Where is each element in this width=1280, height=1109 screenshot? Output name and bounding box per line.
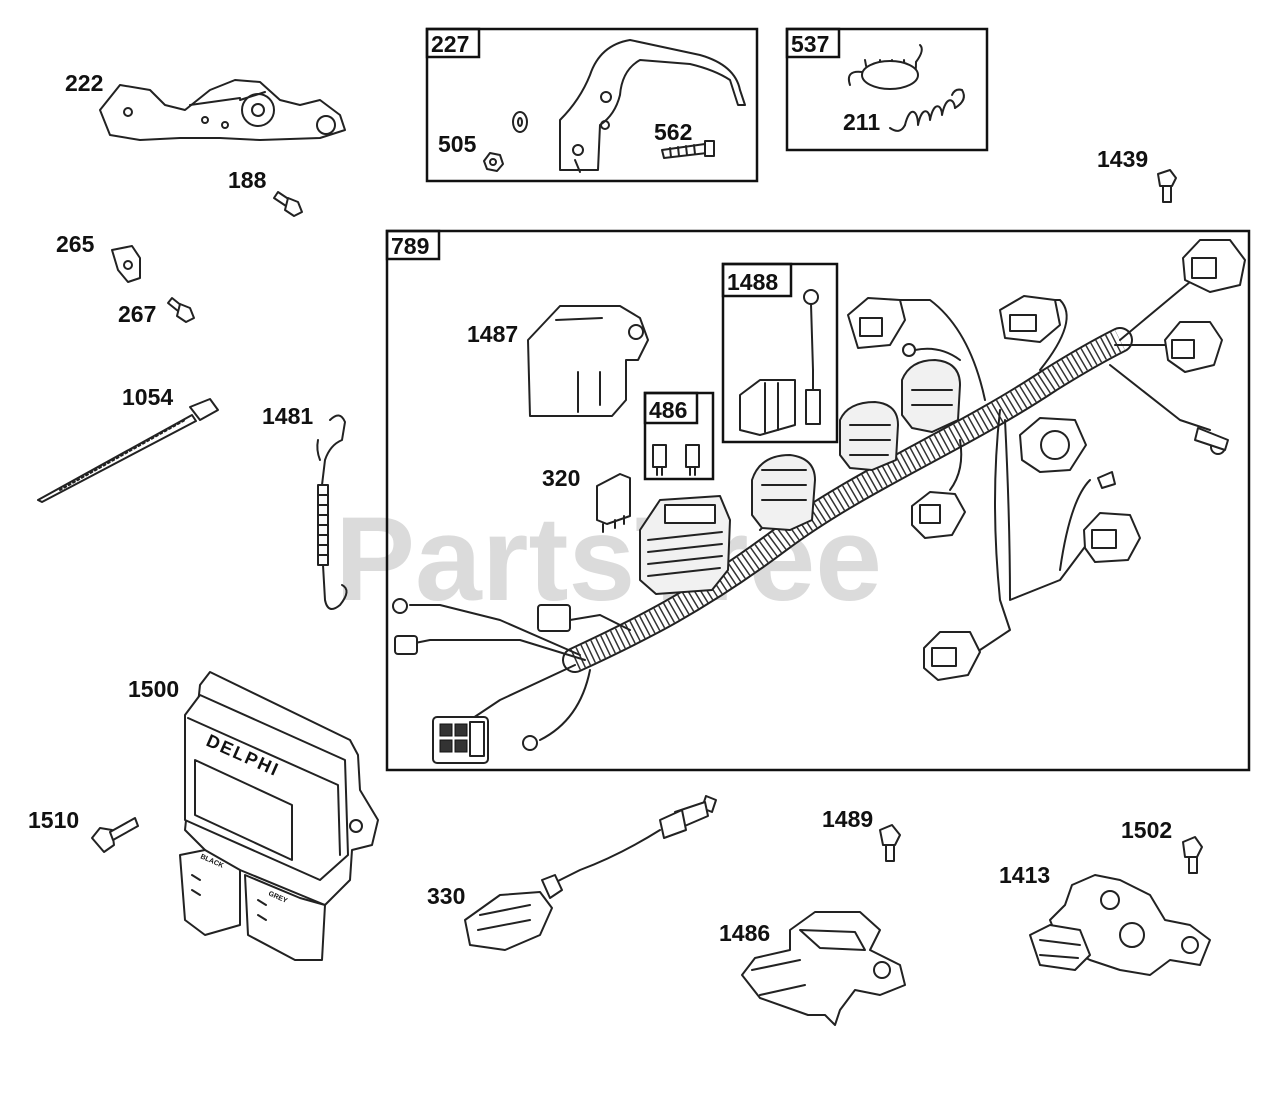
part-1481-spring-rod[interactable]: 1481 (262, 403, 348, 610)
label-1439: 1439 (1097, 146, 1148, 172)
part-320-relay: 320 (542, 465, 631, 533)
connector-right-lower (1083, 512, 1141, 563)
connector-terminal-right (1194, 427, 1229, 451)
box-227[interactable]: 227 505 562 (425, 27, 759, 183)
connector-round-3pin (1019, 417, 1087, 473)
box-label-537: 537 (791, 31, 829, 57)
label-1502: 1502 (1121, 817, 1172, 843)
connector-6pin (432, 716, 489, 764)
box-1488: 1488 (721, 262, 839, 444)
label-1489: 1489 (822, 806, 873, 832)
part-1054-cable-tie[interactable]: 1054 (37, 384, 219, 503)
part-222-bracket[interactable]: 222 (65, 70, 346, 141)
washer (512, 111, 528, 133)
box-label-1488: 1488 (727, 269, 778, 295)
label-267: 267 (118, 301, 156, 327)
label-320: 320 (542, 465, 580, 491)
part-1500-ecu[interactable]: DELPHI BLACK GREY 1500 (128, 671, 379, 961)
label-1487: 1487 (467, 321, 518, 347)
bracket-part (559, 39, 746, 171)
label-1510: 1510 (28, 807, 79, 833)
connector-3pin-top (999, 295, 1061, 343)
box-486: 486 (643, 391, 715, 481)
part-267-screw[interactable]: 267 (118, 297, 195, 327)
box-label-486: 486 (649, 397, 687, 423)
label-188: 188 (228, 167, 267, 193)
label-1500: 1500 (128, 676, 179, 702)
label-505: 505 (438, 131, 477, 157)
connector-oval-c (901, 359, 961, 433)
label-222: 222 (65, 70, 103, 96)
connector-small-mid (911, 491, 966, 539)
connector-small-left (394, 635, 418, 655)
part-1439-bolt[interactable]: 1439 (1097, 146, 1177, 203)
box-789[interactable]: 789 (385, 229, 1251, 772)
label-211: 211 (843, 109, 880, 135)
box-label-789: 789 (391, 233, 429, 259)
connector-large-multipin (639, 495, 731, 595)
part-265-clip[interactable]: 265 (56, 231, 141, 283)
spring-lower (889, 88, 965, 132)
label-1413: 1413 (999, 862, 1050, 888)
label-562: 562 (654, 119, 692, 145)
connector-right-mid (1164, 321, 1223, 373)
part-1502-bolt[interactable]: 1502 (1121, 817, 1203, 874)
label-1481: 1481 (262, 403, 313, 429)
label-330: 330 (427, 883, 465, 909)
connector-fuse-holder (537, 604, 571, 632)
part-188-screw[interactable]: 188 (228, 167, 303, 217)
label-1054: 1054 (122, 384, 173, 410)
connector-tab (1097, 471, 1116, 489)
connector-oval-b (839, 401, 899, 471)
part-1510-bolt[interactable]: 1510 (28, 807, 139, 853)
screw-562 (661, 143, 708, 159)
part-330-sensor[interactable]: 330 (427, 795, 717, 951)
part-1489-bolt[interactable]: 1489 (822, 806, 901, 862)
box-537[interactable]: 537 211 (785, 27, 989, 152)
part-1487-cover: 1487 (467, 305, 649, 417)
part-1486-sensor[interactable]: 1486 (719, 911, 906, 1026)
part-1413-sensor[interactable]: 1413 (999, 862, 1211, 976)
connector-bottom-mid (923, 631, 981, 681)
connector-oval-a (751, 454, 816, 531)
connector-top-right (1182, 239, 1246, 293)
spring-upper (847, 44, 923, 90)
label-265: 265 (56, 231, 95, 257)
box-label-227: 227 (431, 31, 469, 57)
nut-505 (483, 152, 504, 172)
connector-2pin-a (847, 297, 906, 349)
label-1486: 1486 (719, 920, 770, 946)
